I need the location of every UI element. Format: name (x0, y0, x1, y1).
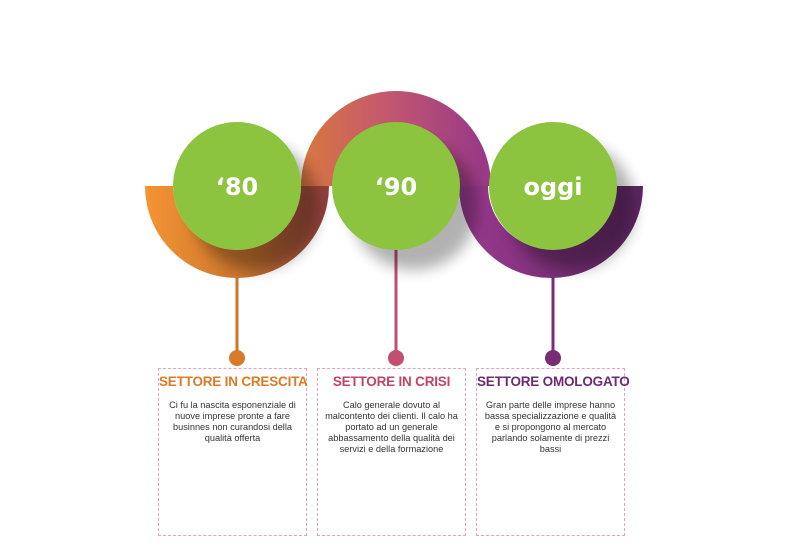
year-label-oggi: oggi (523, 173, 582, 201)
arc-band-middle (301, 91, 491, 186)
circle-90 (332, 122, 460, 250)
card-text-omologato: Gran parte delle imprese hanno bassa spe… (484, 400, 617, 454)
card-title-crisi: SETTORE IN CRISI (332, 374, 451, 389)
circle-80 (173, 122, 301, 250)
circle-oggi (489, 122, 617, 250)
card-title-omologato: SETTORE OMOLOGATO (477, 374, 630, 389)
dot-80 (229, 350, 245, 366)
dot-90 (388, 350, 404, 366)
year-label-90: ‘90 (375, 173, 418, 201)
dot-oggi (545, 350, 561, 366)
card-settore-omologato: SETTORE OMOLOGATO Gran parte delle impre… (476, 368, 630, 536)
card-title-crescita: SETTORE IN CRESCITA (159, 374, 308, 389)
card-settore-in-crisi: SETTORE IN CRISI Calo generale dovuto al… (317, 368, 466, 536)
card-text-crescita: Ci fu la nascita esponenziale di nuove i… (169, 400, 296, 443)
card-settore-in-crescita: SETTORE IN CRESCITA Ci fu la nascita esp… (158, 368, 308, 536)
year-label-80: ‘80 (216, 173, 259, 201)
card-text-crisi: Calo generale dovuto al malcontento dei … (325, 400, 458, 454)
